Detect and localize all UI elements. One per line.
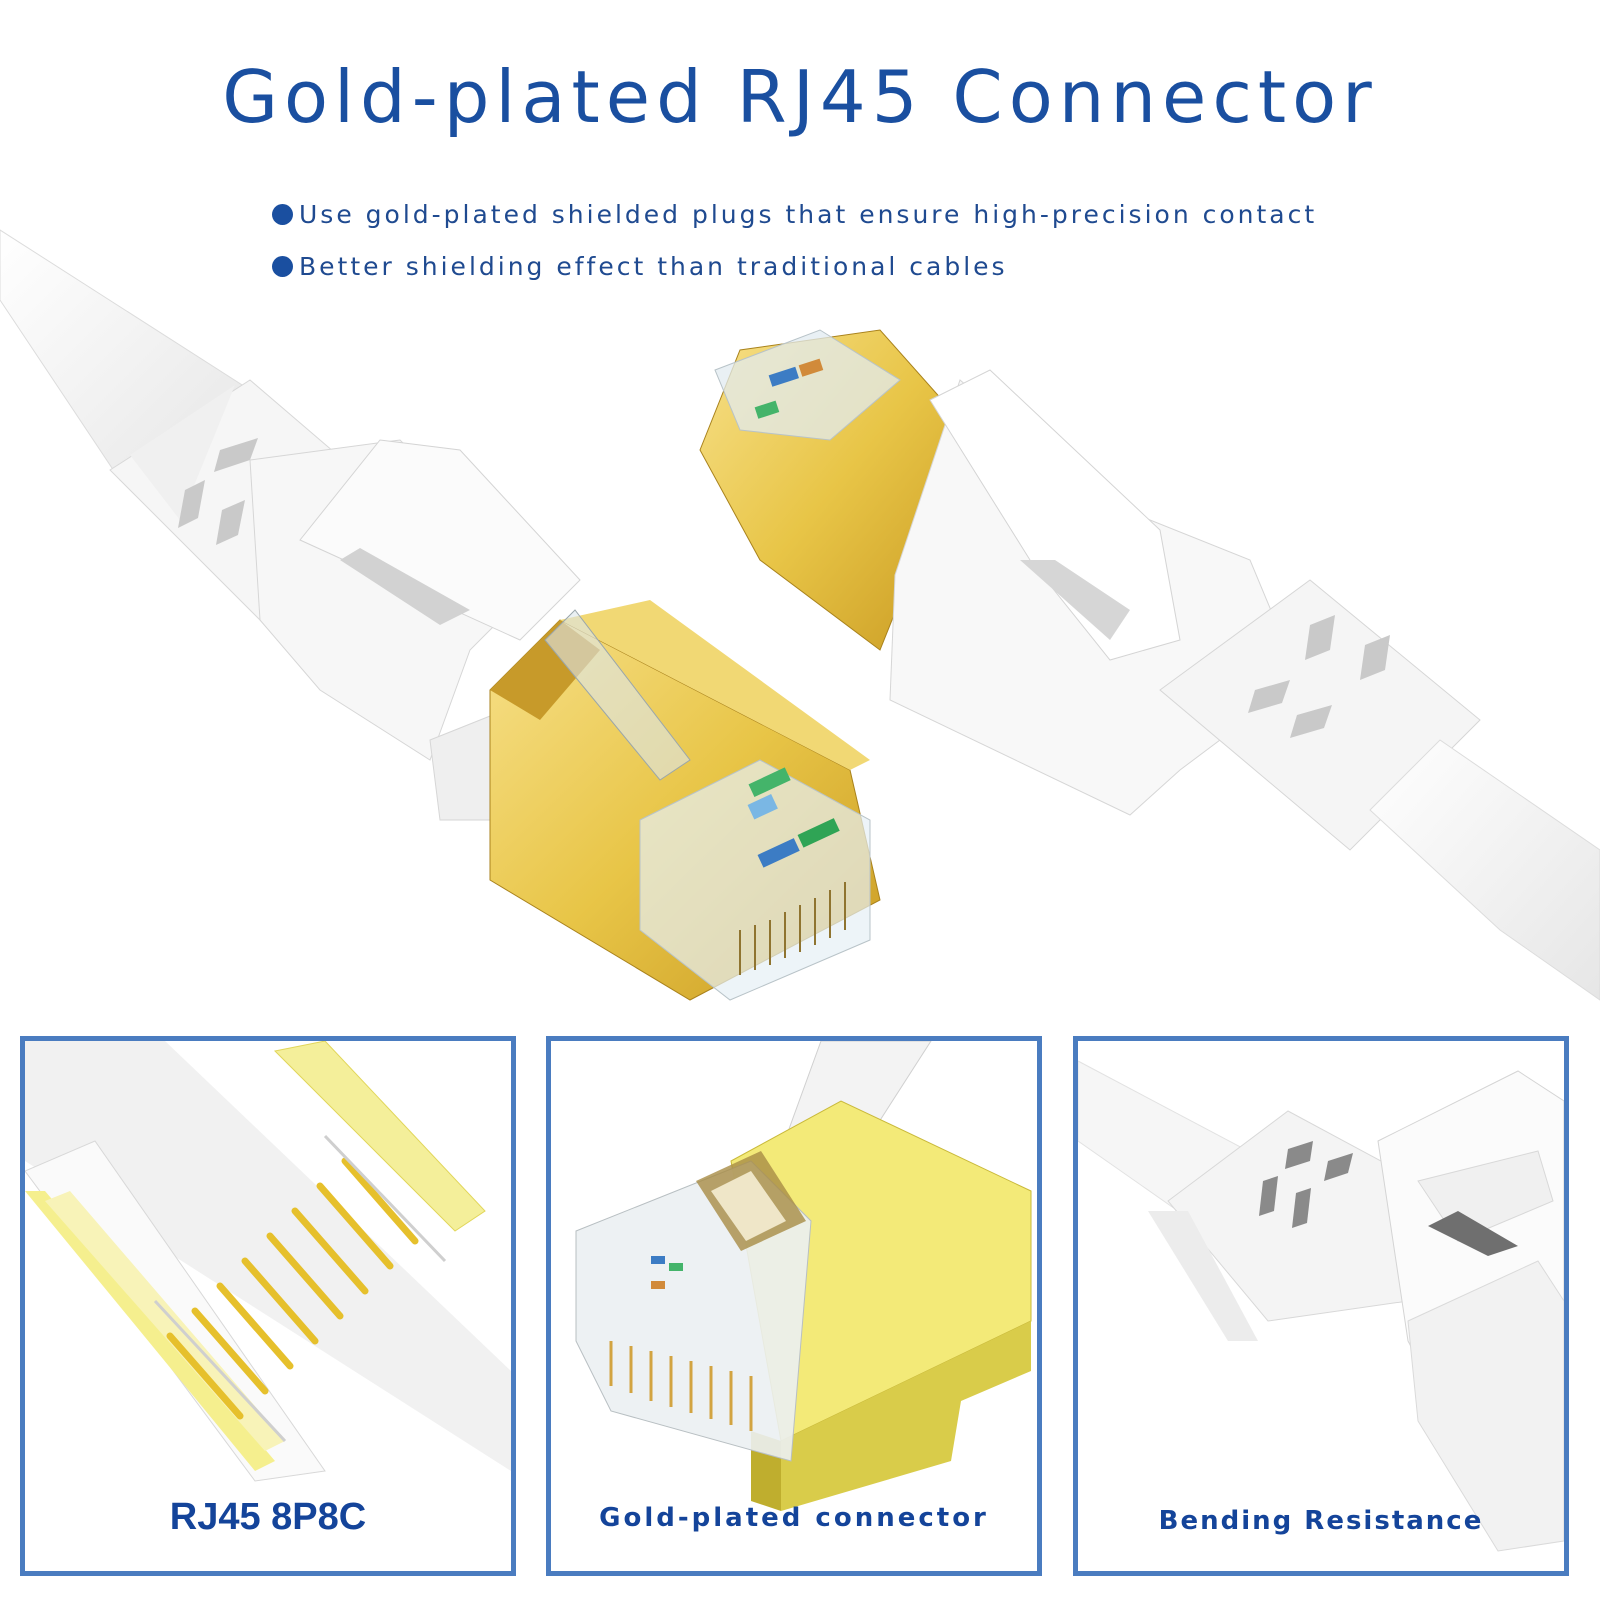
cable-left-icon [0, 229, 881, 1001]
connector-pins-closeup-icon [25, 1041, 511, 1482]
panel-label: RJ45 8P8C [169, 1496, 367, 1538]
feature-list: Use gold-plated shielded plugs that ensu… [272, 188, 1317, 292]
feature-item: Use gold-plated shielded plugs that ensu… [272, 188, 1317, 240]
hero-cables-illustration [0, 229, 1600, 1001]
bullet-dot-icon [272, 255, 293, 277]
panel-label: Gold-plated connector [599, 1503, 989, 1533]
feature-text: Use gold-plated shielded plugs that ensu… [299, 199, 1318, 229]
feature-panel-bending: Bending Resistance [1073, 1036, 1569, 1576]
cable-right-icon [699, 329, 1600, 1001]
feature-item: Better shielding effect than traditional… [272, 240, 1317, 292]
cable-boot-closeup-icon [1078, 1060, 1564, 1552]
feature-panel-rj45: RJ45 8P8C [20, 1036, 516, 1576]
gold-plug-closeup-icon [575, 1041, 1032, 1511]
page-title: Gold-plated RJ45 Connector [222, 55, 1378, 139]
feature-text: Better shielding effect than traditional… [299, 251, 1008, 281]
bullet-dot-icon [272, 203, 293, 225]
feature-panel-gold-plated: Gold-plated connector [546, 1036, 1042, 1576]
panel-label: Bending Resistance [1158, 1506, 1484, 1536]
